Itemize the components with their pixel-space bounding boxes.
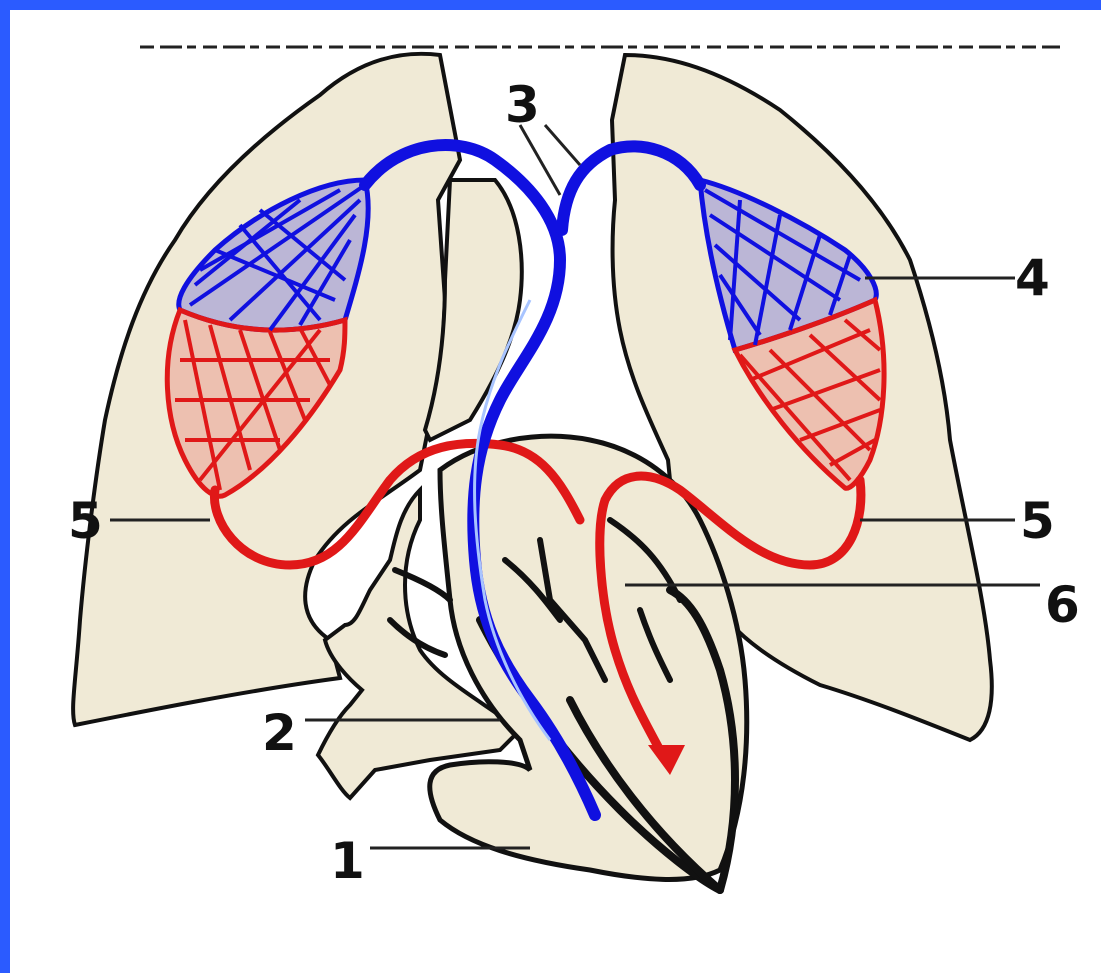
label-4: 4 <box>1015 249 1050 307</box>
label-5-left: 5 <box>68 492 103 550</box>
leader-line-3b <box>545 125 580 165</box>
label-5-right: 5 <box>1020 492 1055 550</box>
label-3: 3 <box>505 76 540 134</box>
label-2: 2 <box>262 704 297 762</box>
diagram-frame: 1 2 3 4 5 5 6 <box>10 10 1101 973</box>
label-6: 6 <box>1045 576 1080 634</box>
pulmonary-circulation-diagram: 1 2 3 4 5 5 6 <box>10 10 1101 973</box>
label-1: 1 <box>330 832 365 890</box>
